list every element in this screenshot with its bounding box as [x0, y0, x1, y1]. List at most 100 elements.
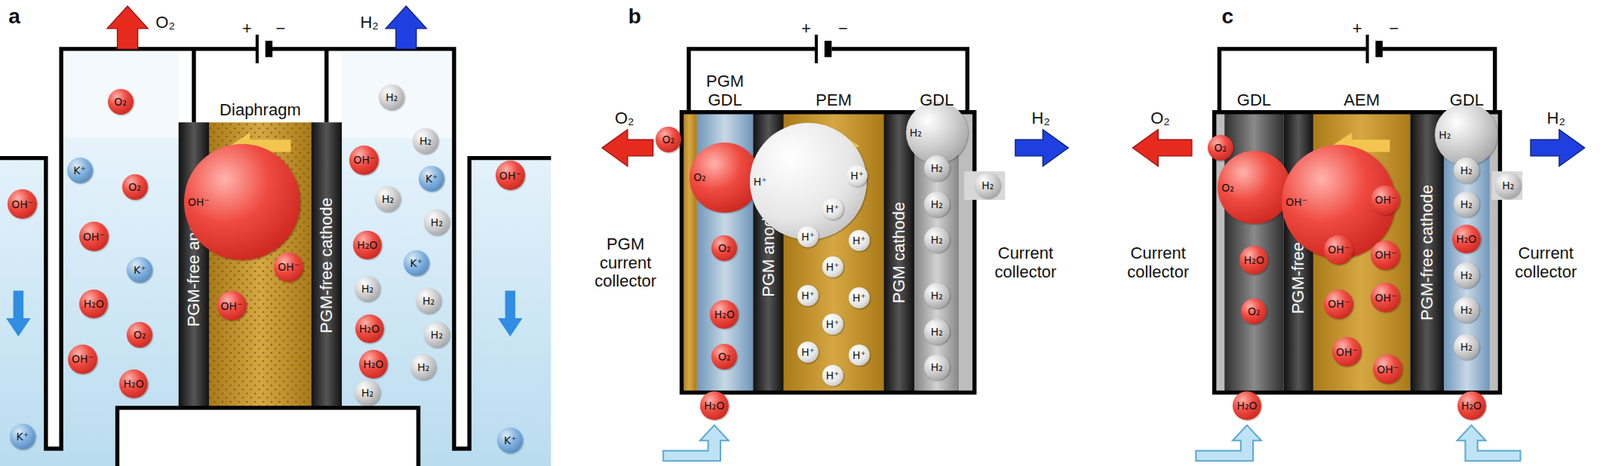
- molecule: H₂: [1453, 297, 1480, 323]
- molecule-label: H₂: [361, 283, 374, 295]
- molecule: H⁺: [848, 230, 870, 252]
- molecule: H₂: [1453, 157, 1480, 184]
- symbol-label: O₂: [1150, 109, 1171, 129]
- molecule: K⁺: [67, 157, 93, 184]
- flow-arrow: [6, 290, 31, 337]
- water-inlet-arrow: [1457, 425, 1521, 461]
- molecule: OH⁻: [1370, 240, 1401, 271]
- gas-diffusion-layer: H₂H₂H₂H₂OH₂H₂H₂GDL: [1443, 112, 1490, 394]
- oxygen-out-arrow: [107, 6, 148, 50]
- molecule: O₂: [122, 174, 148, 200]
- battery-plate: [814, 34, 818, 64]
- electrode: PGM cathode: [883, 112, 915, 394]
- molecule-label: H⁺: [826, 370, 840, 381]
- molecule-label: H⁺: [826, 261, 840, 273]
- wire: [191, 49, 196, 123]
- molecule: OH⁻: [273, 252, 304, 283]
- molecule: O₂: [711, 235, 738, 262]
- molecule-label: H⁺: [852, 235, 867, 246]
- electrode-fill: [1409, 112, 1444, 394]
- molecule: O₂: [126, 322, 153, 348]
- symbol-label: −: [1388, 19, 1399, 39]
- flow-arrow: [497, 290, 523, 337]
- layer-label: PGM-free cathode: [318, 197, 335, 334]
- molecule: H₂O: [709, 300, 739, 329]
- molecule: O₂: [655, 126, 682, 153]
- molecule-label: H⁺: [801, 231, 815, 243]
- molecule-label: H⁺: [826, 203, 840, 215]
- molecule: H⁺: [797, 341, 819, 363]
- membrane: H⁺H⁺H⁺H⁺H⁺H⁺H⁺H⁺H⁺H⁺H⁺H⁺PEM: [783, 112, 885, 394]
- gas-diffusion-layer: O₂O₂H₂OO₂PGM GDL: [697, 112, 753, 394]
- molecule: H₂: [924, 155, 950, 182]
- molecule-label: O₂: [693, 171, 756, 183]
- symbol-label: −: [276, 19, 286, 39]
- molecule: H⁺: [822, 365, 844, 387]
- symbol-label: +: [1352, 19, 1363, 39]
- diaphragm: OH⁻OH⁻OH⁻Diaphragm: [208, 122, 311, 409]
- panel-letter: b: [628, 4, 642, 28]
- molecule: H₂: [423, 209, 450, 236]
- molecule: O₂: [107, 89, 134, 115]
- molecule-label: H₂O: [123, 378, 145, 390]
- molecule: H₂O: [119, 369, 148, 399]
- molecule-label: H₂: [417, 362, 430, 373]
- molecule: H₂: [1453, 262, 1480, 289]
- molecule-label: K⁺: [133, 264, 147, 276]
- molecule-label: H₂: [1460, 270, 1473, 281]
- electrolyte: [0, 138, 179, 466]
- symbol-label: +: [242, 19, 252, 39]
- molecule: H₂: [924, 354, 950, 381]
- vessel-wall: [268, 49, 552, 449]
- molecule: H₂O: [1232, 391, 1262, 421]
- battery-plate: [1366, 34, 1370, 64]
- molecule: H₂: [354, 276, 381, 302]
- molecule: H⁺: [822, 313, 844, 335]
- part-label: Current collector: [1114, 244, 1202, 282]
- molecule-label: H₂: [430, 329, 443, 341]
- hydrogen-out-arrow: [1015, 129, 1069, 167]
- molecule: H⁺: [822, 198, 844, 220]
- molecule-label: OH⁻: [71, 353, 94, 365]
- layer-heading: PGM GDL: [706, 72, 744, 109]
- molecule: H₂: [1453, 191, 1480, 218]
- molecule: K⁺: [418, 165, 445, 192]
- battery-plate: [265, 40, 273, 58]
- molecule: H₂O: [1239, 245, 1269, 275]
- molecule-label: H₂O: [714, 309, 735, 320]
- molecule: H⁺: [846, 165, 868, 187]
- battery-plate: [1375, 40, 1382, 58]
- molecule-label: K⁺: [73, 165, 86, 176]
- molecule-label: O₂: [718, 242, 731, 254]
- wire: [688, 49, 968, 113]
- wire: [324, 49, 329, 123]
- molecule: OH⁻: [1332, 337, 1362, 367]
- gas-space: [61, 51, 179, 139]
- molecule-label: H₂: [385, 92, 398, 103]
- molecule-label: H₂: [909, 127, 965, 139]
- molecule: OH⁻: [184, 144, 301, 261]
- molecule-label: H₂O: [1461, 400, 1482, 412]
- molecule-label: H⁺: [801, 290, 815, 301]
- symbol-label: −: [838, 19, 848, 39]
- panel-letter: c: [1221, 4, 1234, 28]
- oxygen-out-arrow: [1132, 129, 1192, 167]
- hydrogen-out-arrow: [1530, 129, 1585, 167]
- molecule: H⁺: [848, 344, 870, 366]
- molecule-label: H⁺: [801, 347, 815, 358]
- symbol-label: H₂: [1031, 109, 1051, 129]
- molecule: H₂: [412, 128, 439, 154]
- molecule: H₂O: [353, 230, 382, 260]
- electrode: PGM-free cathode: [1409, 112, 1444, 394]
- molecule-label: H₂: [930, 199, 943, 210]
- layer-heading: GDL: [1449, 91, 1484, 110]
- molecule-label: H₂O: [1455, 233, 1477, 245]
- molecule: H₂: [924, 319, 950, 345]
- molecule-label: H₂: [981, 180, 994, 191]
- molecule-label: H₂: [930, 362, 943, 373]
- molecule: O₂: [1217, 150, 1291, 225]
- molecule-label: OH⁻: [11, 199, 34, 210]
- symbol-label: H₂: [359, 12, 378, 32]
- molecule: H₂O: [359, 350, 388, 379]
- molecule-label: H₂: [381, 193, 394, 205]
